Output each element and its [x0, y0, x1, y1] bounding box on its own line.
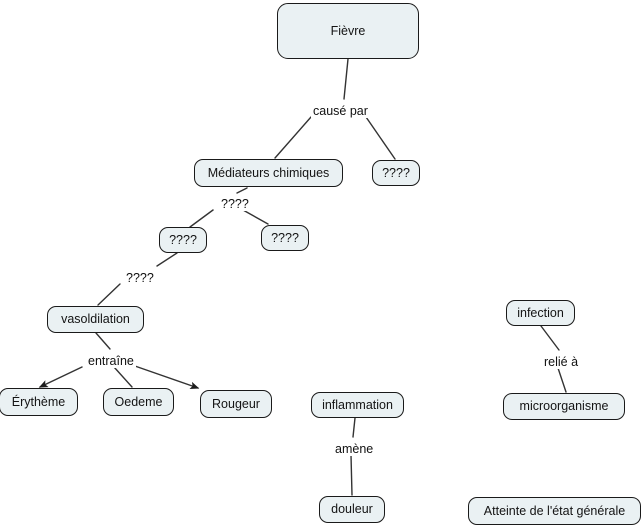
node-oedeme[interactable]: Oedeme — [103, 388, 174, 416]
link-label-relie_a[interactable]: relié à — [542, 355, 581, 369]
node-erytheme[interactable]: Érythème — [0, 388, 78, 416]
node-mediateurs[interactable]: Médiateurs chimiques — [194, 159, 343, 187]
edge-q2-vaso — [97, 283, 121, 306]
node-label: inflammation — [322, 397, 393, 412]
link-label-entraine[interactable]: entraîne — [86, 354, 136, 368]
node-rougeur[interactable]: Rougeur — [200, 390, 272, 418]
node-label: ???? — [382, 165, 410, 180]
node-label: Érythème — [11, 394, 66, 409]
edge-cause-mediateurs — [274, 116, 312, 159]
edge-fievre-cause — [343, 58, 349, 100]
node-label: vasoldilation — [61, 312, 130, 327]
edge-entraine-erytheme — [38, 366, 83, 388]
node-infection[interactable]: infection — [506, 300, 575, 326]
edge-vaso-entraine — [95, 332, 111, 350]
edge-entraine-rougeur — [131, 364, 200, 390]
node-label: infection — [517, 305, 564, 320]
node-label: douleur — [331, 502, 373, 517]
edge-amene-douleur — [350, 454, 353, 496]
node-label: Rougeur — [212, 396, 260, 411]
edge-entraine-oedeme — [113, 366, 133, 388]
node-unknown_right[interactable]: ???? — [261, 225, 309, 251]
node-microorg[interactable]: microorganisme — [503, 393, 625, 420]
edge-unknownleft-q2 — [156, 252, 178, 267]
node-label: Oedeme — [114, 394, 163, 409]
node-label: Médiateurs chimiques — [207, 165, 330, 180]
edges-group — [38, 58, 567, 496]
edge-inflammation-amene — [352, 417, 356, 438]
node-label: Fièvre — [330, 23, 366, 38]
node-unknown_top[interactable]: ???? — [372, 160, 420, 186]
node-vasoldilation[interactable]: vasoldilation — [47, 306, 144, 333]
node-douleur[interactable]: douleur — [319, 496, 385, 523]
node-inflammation[interactable]: inflammation — [311, 392, 404, 418]
node-fievre[interactable]: Fièvre — [277, 3, 419, 59]
node-label: microorganisme — [519, 399, 609, 414]
edge-mediateurs-q — [236, 187, 248, 194]
link-label-q_med[interactable]: ???? — [219, 197, 251, 211]
edge-infection-relie — [540, 325, 560, 351]
node-label: ???? — [169, 232, 197, 247]
link-label-q_vaso[interactable]: ???? — [124, 271, 156, 285]
node-atteinte[interactable]: Atteinte de l'état générale — [468, 497, 641, 525]
node-unknown_left[interactable]: ???? — [159, 227, 207, 253]
node-label: Atteinte de l'état générale — [483, 503, 626, 518]
link-label-amene[interactable]: amène — [333, 442, 376, 456]
node-label: ???? — [271, 230, 299, 245]
edge-cause-unknown — [365, 116, 396, 160]
edge-q-unknownright — [242, 209, 269, 225]
link-label-cause_par[interactable]: causé par — [311, 104, 370, 118]
edge-q-unknownleft — [189, 209, 214, 228]
